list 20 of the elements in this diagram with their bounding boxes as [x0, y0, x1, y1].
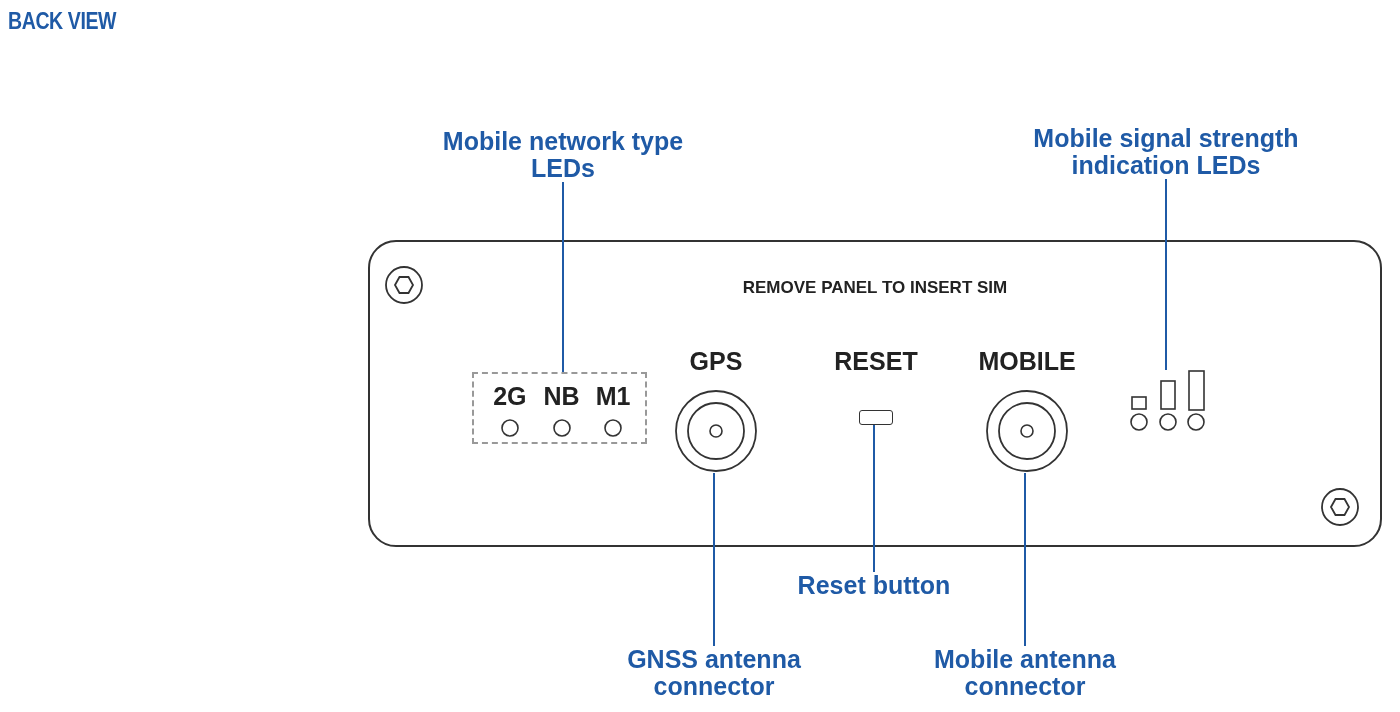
device-panel	[368, 240, 1382, 547]
led-label: 2G	[492, 382, 528, 411]
led-group-frame	[472, 372, 647, 444]
page-title: BACK VIEW	[8, 8, 117, 35]
callout-label: Mobile network type LEDs	[433, 128, 693, 182]
button-label: RESET	[833, 347, 919, 376]
leader-line	[873, 424, 875, 573]
leader-line	[1165, 178, 1167, 371]
led-label: NB	[542, 382, 581, 411]
leader-line	[713, 472, 715, 647]
callout-label: GNSS antenna connector	[594, 646, 834, 700]
port-label: MOBILE	[977, 347, 1077, 376]
callout-label: Reset button	[774, 572, 974, 599]
port-label: GPS	[688, 347, 744, 376]
callout-label: Mobile antenna connector	[895, 646, 1155, 700]
led-label: M1	[594, 382, 632, 411]
leader-line	[1024, 472, 1026, 647]
callout-label: Mobile signal strength indication LEDs	[996, 125, 1336, 179]
leader-line	[562, 181, 564, 373]
panel-text: REMOVE PANEL TO INSERT SIM	[741, 278, 1009, 298]
